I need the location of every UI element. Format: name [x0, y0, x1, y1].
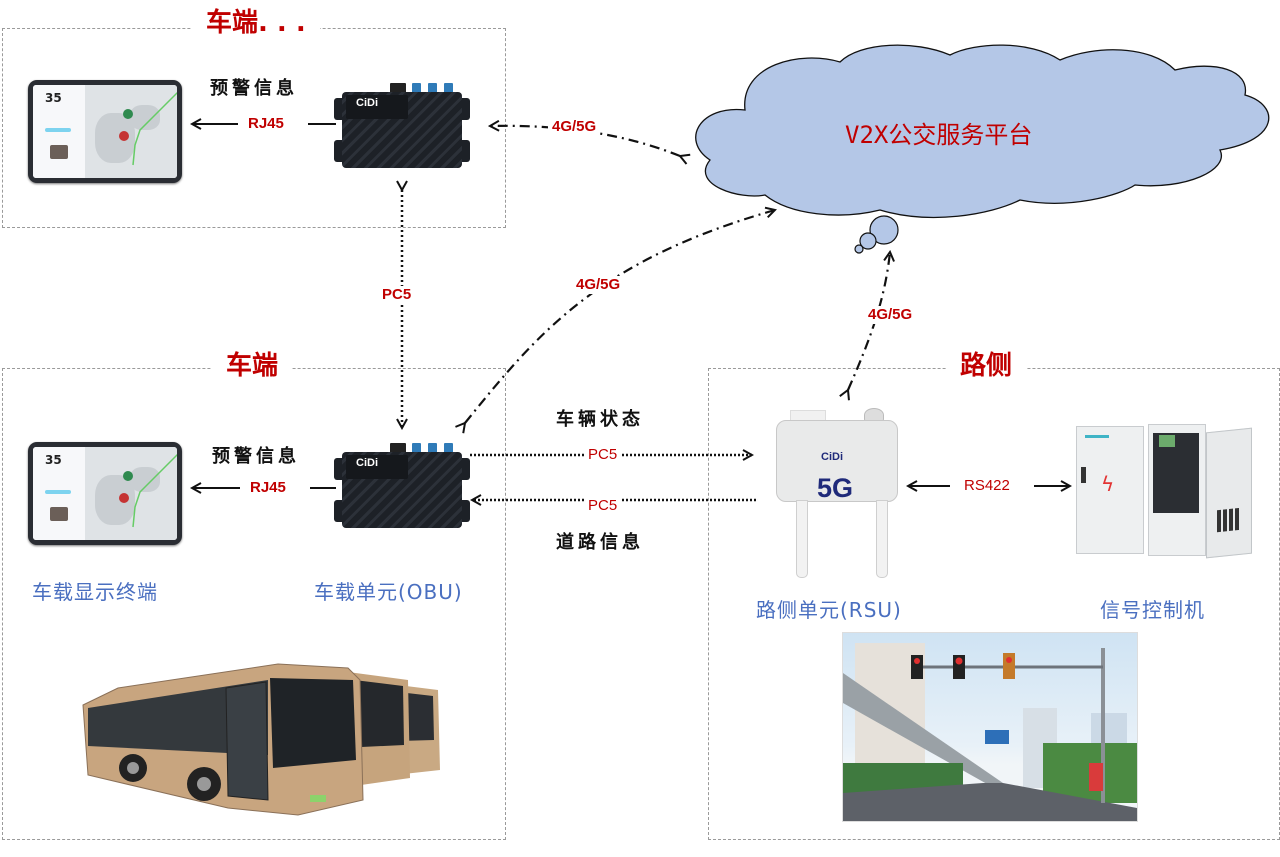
intersection-photo — [842, 632, 1138, 822]
speed-readout: 35 — [45, 91, 62, 105]
zone-title-vehicle-bottom: 车端 — [212, 351, 293, 381]
label-display-terminal: 车载显示终端 — [32, 580, 158, 604]
cloud-label: V2X公交服务平台 — [845, 121, 1033, 149]
label-vehicle-status: 车辆状态 — [556, 409, 644, 430]
label-signal-controller: 信号控制机 — [1100, 598, 1205, 622]
bus-image — [82, 663, 440, 816]
obu-brand-logo: CiDi — [356, 457, 378, 469]
label-rs422: RS422 — [960, 477, 1014, 495]
label-obu: 车载单元(OBU) — [314, 580, 463, 604]
obu-device-top: CiDi — [332, 80, 472, 168]
label-rsu-4g5g: 4G/5G — [864, 306, 917, 324]
rsu-device: CiDi 5G — [776, 400, 898, 600]
arrow-bottom-obu-cloud — [465, 210, 775, 423]
arrow-top-obu-cloud — [490, 126, 680, 156]
display-terminal-bottom: 35 — [28, 442, 182, 545]
label-bottom-4g5g: 4G/5G — [572, 276, 625, 294]
zone-title-vehicle-top: 车端. . . — [192, 8, 320, 38]
label-pc5-to-rsu: PC5 — [584, 446, 622, 464]
zone-title-roadside: 路侧 — [946, 351, 1027, 381]
cloud-shape — [695, 44, 1270, 254]
rsu-5g-badge: 5G — [817, 473, 854, 503]
label-top-rj45: RJ45 — [244, 115, 288, 133]
label-pc5-to-obu: PC5 — [584, 497, 622, 515]
rsu-brand-logo: CiDi — [821, 451, 843, 463]
label-top-warning: 预警信息 — [210, 78, 298, 99]
label-pc5-vertical: PC5 — [378, 286, 416, 304]
label-bottom-warning: 预警信息 — [212, 446, 300, 467]
label-rsu: 路侧单元(RSU) — [756, 598, 902, 622]
label-road-info: 道路信息 — [556, 532, 644, 553]
obu-brand-logo: CiDi — [356, 97, 378, 109]
display-terminal-top: 35 — [28, 80, 182, 183]
obu-device-bottom: CiDi — [332, 440, 472, 528]
label-bottom-rj45: RJ45 — [246, 479, 290, 497]
label-top-4g5g: 4G/5G — [548, 118, 601, 136]
speed-readout: 35 — [45, 453, 62, 467]
